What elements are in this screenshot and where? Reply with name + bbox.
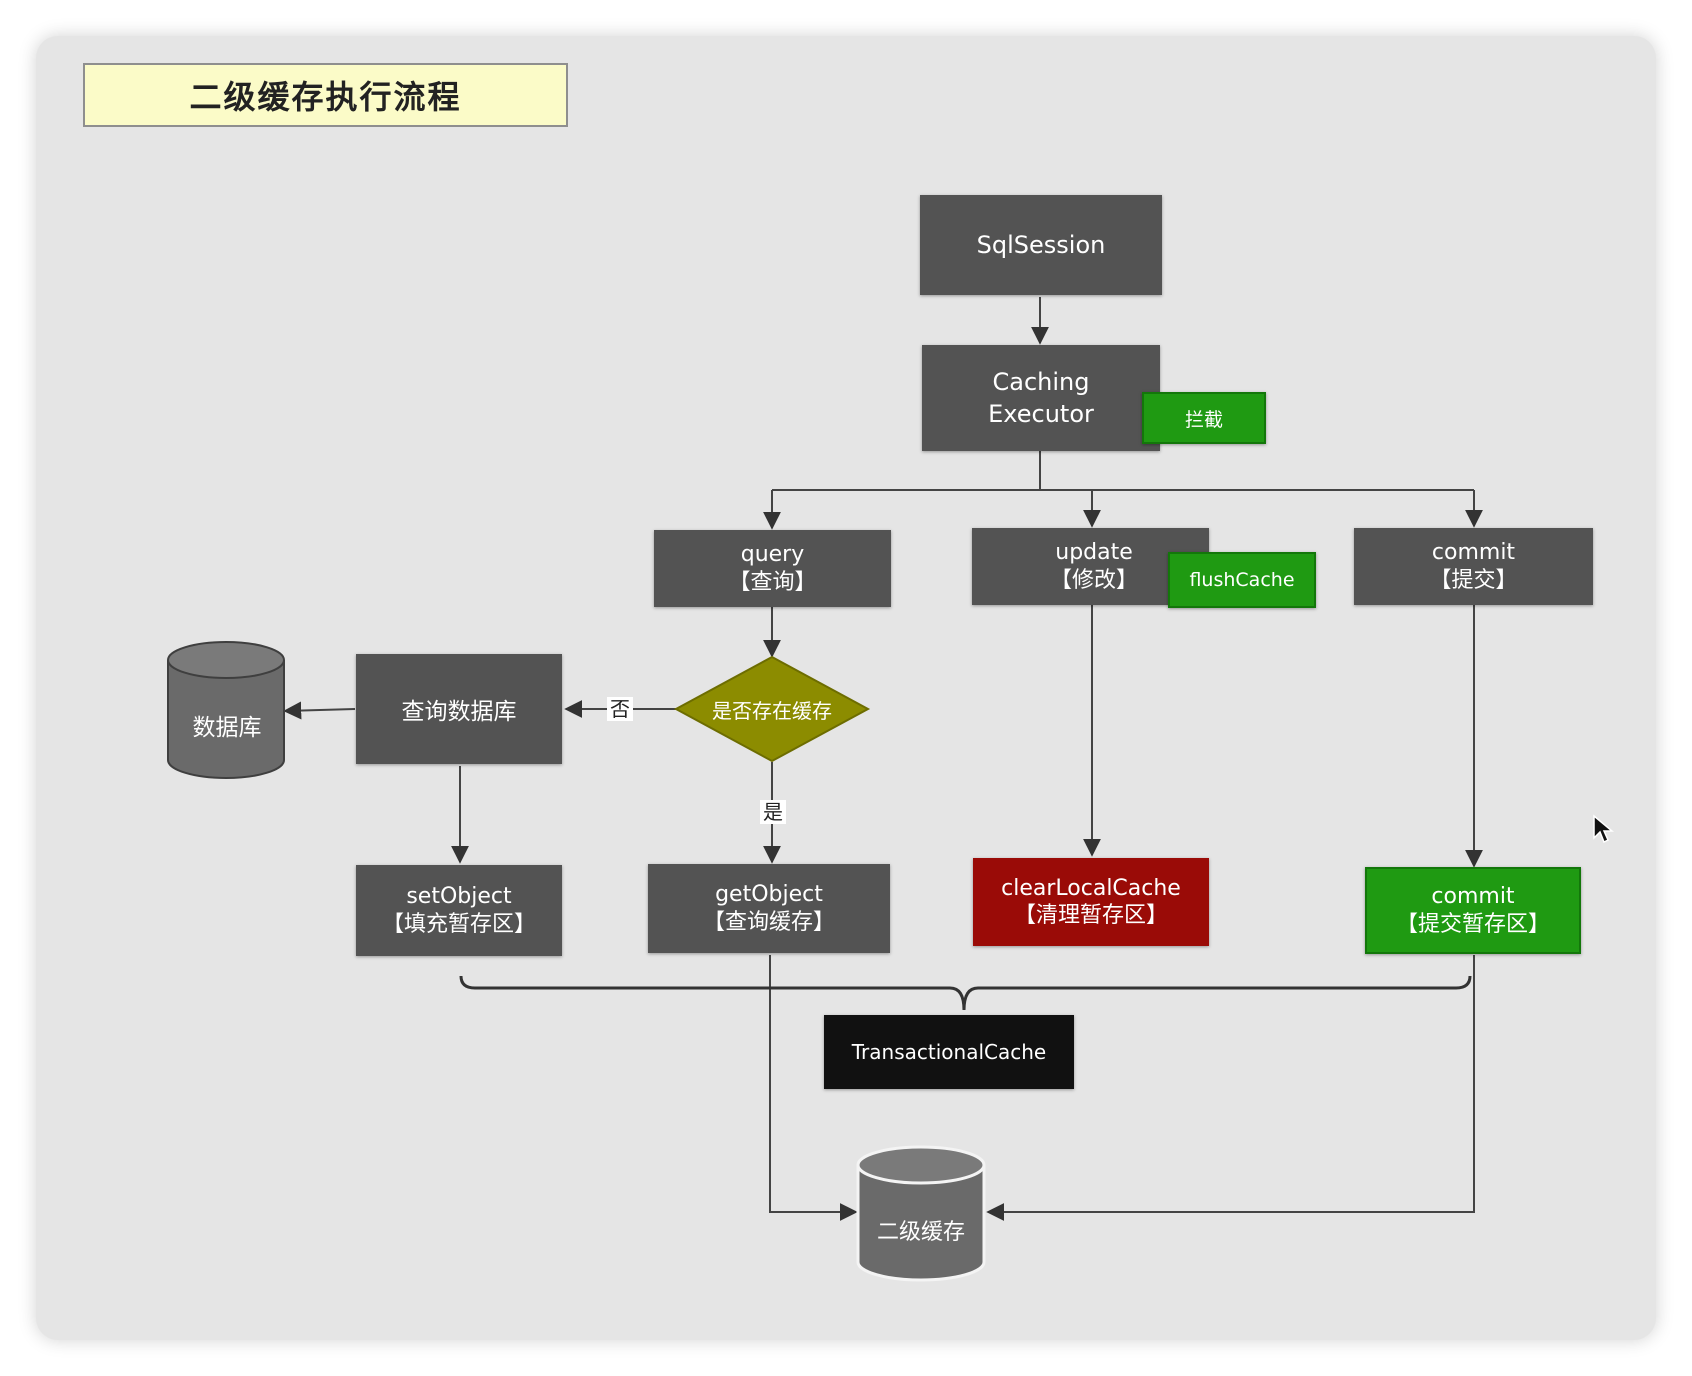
update-line2: 【修改】 [1050, 567, 1139, 593]
sqlsession-node: SqlSession [920, 195, 1162, 295]
commit-line1: commit [1431, 540, 1516, 565]
clear-local-cache-line2: 【清理暂存区】 [1013, 903, 1168, 928]
diagram-title: 二级缓存执行流程 [83, 63, 568, 127]
query-database-node: 查询数据库 [356, 654, 562, 764]
decision-label: 是否存在缓存 [712, 698, 832, 723]
intercept-badge-label: 拦截 [1184, 408, 1223, 431]
commit-line2: 【提交】 [1429, 567, 1518, 593]
transactional-cache-node: TransactionalCache [824, 1015, 1074, 1089]
decision-node: 是否存在缓存 [688, 692, 856, 726]
query-line2: 【查询】 [728, 569, 817, 595]
transactional-cache-label: TransactionalCache [851, 1040, 1047, 1064]
query-line1: query [740, 542, 805, 567]
edge-label-yes: 是 [760, 800, 786, 824]
edge-label-no: 否 [607, 697, 633, 721]
database-cylinder [167, 641, 285, 779]
query-database-label: 查询数据库 [401, 699, 517, 725]
get-object-line1: getObject [715, 882, 823, 907]
edge-querydb-to-database [283, 701, 356, 720]
get-object-node: getObject 【查询缓存】 [648, 864, 890, 953]
second-level-cache-cylinder [856, 1145, 986, 1282]
set-object-line1: setObject [406, 884, 512, 909]
caching-executor-line2: Executor [988, 400, 1094, 428]
database-label: 数据库 [192, 715, 262, 741]
commit-staging-node: commit 【提交暂存区】 [1365, 867, 1581, 954]
second-level-cache-label: 二级缓存 [876, 1220, 965, 1245]
sqlsession-label: SqlSession [976, 231, 1106, 259]
flush-cache-badge: flushCache [1168, 552, 1316, 608]
query-node: query 【查询】 [654, 530, 891, 607]
mouse-cursor-icon [1593, 814, 1614, 844]
transactional-cache-brace [459, 975, 1472, 1011]
edge-commitstaging-to-l2cache [986, 955, 1475, 1221]
edge-getobject-to-l2cache [769, 955, 858, 1221]
decision-diamond [673, 655, 871, 763]
get-object-line2: 【查询缓存】 [702, 909, 835, 935]
flush-cache-badge-label: flushCache [1189, 569, 1295, 591]
clear-local-cache-node: clearLocalCache 【清理暂存区】 [973, 858, 1209, 946]
caching-executor-line1: Caching [992, 367, 1090, 396]
update-line1: update [1055, 540, 1133, 565]
commit-node: commit 【提交】 [1354, 528, 1593, 605]
commit-staging-line1: commit [1431, 884, 1515, 909]
diagram-canvas [36, 36, 1656, 1340]
caching-executor-node: Caching Executor [922, 345, 1160, 451]
intercept-badge: 拦截 [1142, 392, 1266, 444]
set-object-node: setObject 【填充暂存区】 [356, 865, 562, 956]
commit-staging-line2: 【提交暂存区】 [1395, 911, 1550, 937]
clear-local-cache-line1: clearLocalCache [1001, 875, 1181, 901]
set-object-line2: 【填充暂存区】 [381, 911, 536, 937]
